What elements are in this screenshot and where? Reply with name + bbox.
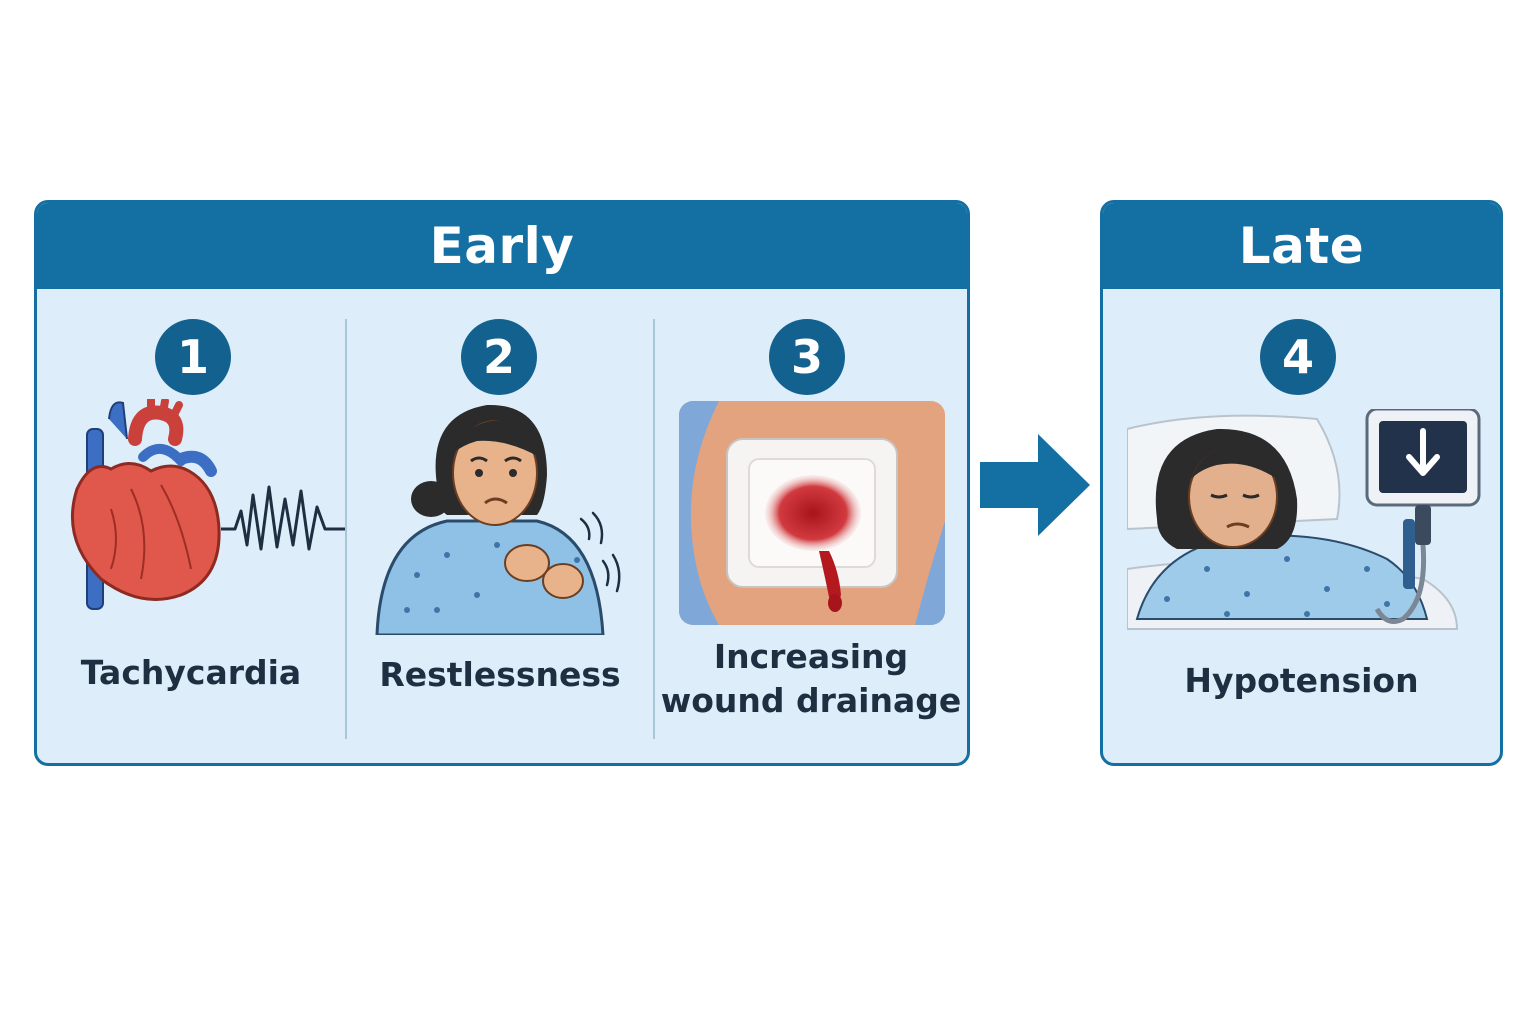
step-divider: [653, 319, 655, 739]
early-stage-body: 1 Tachycardia 2: [37, 289, 967, 763]
step-label-wound-drainage: Increasing wound drainage: [655, 635, 967, 723]
late-stage-title: Late: [1103, 203, 1500, 289]
step-label-hypotension: Hypotension: [1184, 661, 1419, 700]
step-restlessness: 2: [347, 289, 653, 763]
step-label-restlessness: Restlessness: [379, 655, 621, 694]
late-stage-panel: Late 4: [1100, 200, 1503, 766]
progression-arrow-icon: [980, 434, 1090, 536]
anxious-patient-icon: [375, 404, 621, 635]
step-label-line2: wound drainage: [660, 681, 962, 720]
step-wound-drainage: 3: [655, 289, 967, 763]
step-number-2: 2: [461, 319, 537, 395]
bloody-wound-dressing-icon: [679, 401, 945, 625]
step-hypotension: 4: [1103, 289, 1500, 763]
step-tachycardia: 1 Tachycardia: [37, 289, 347, 763]
step-number-3: 3: [769, 319, 845, 395]
step-number-4: 4: [1260, 319, 1336, 395]
heart-with-ecg-icon: [70, 399, 347, 610]
early-stage-panel: Early 1 Tachycardia 2: [34, 200, 970, 766]
step-label-line1: Increasing: [713, 637, 909, 676]
step-number-1: 1: [155, 319, 231, 395]
step-label-tachycardia: Tachycardia: [80, 653, 302, 692]
late-stage-body: 4: [1103, 289, 1500, 763]
patient-bed-bp-monitor-icon: [1127, 409, 1481, 630]
step-divider: [345, 319, 347, 739]
early-stage-title: Early: [37, 203, 967, 289]
